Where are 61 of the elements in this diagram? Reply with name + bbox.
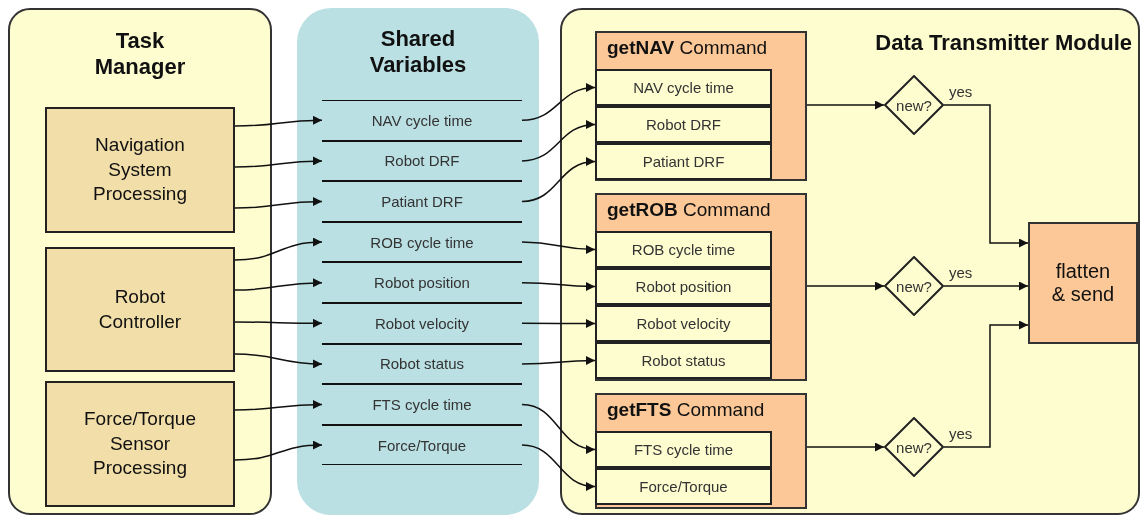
group-panel <box>8 8 272 515</box>
arrow <box>521 356 596 366</box>
field-row: ROB cycle time <box>595 231 772 268</box>
arrow <box>943 104 1029 248</box>
arrow <box>943 281 1029 291</box>
arrow <box>521 241 596 254</box>
field-row: Robot DRF <box>595 106 772 143</box>
arrow <box>521 319 596 328</box>
arrow <box>234 318 323 328</box>
process-box: Robot Controller <box>45 247 235 372</box>
decision-diamond: new? <box>884 256 944 316</box>
arrow <box>234 115 323 127</box>
variable-row: Patiant DRF <box>322 181 522 222</box>
arrow <box>806 100 885 110</box>
arrow <box>234 353 323 369</box>
variable-row: Robot position <box>322 262 522 303</box>
arrow <box>234 237 323 261</box>
arrow <box>806 442 885 452</box>
arrow <box>234 400 323 411</box>
command-title: getNAV Command <box>607 37 768 59</box>
arrow <box>234 156 323 168</box>
command-title: getROB Command <box>607 199 771 221</box>
group-panel <box>297 8 539 515</box>
group-panel <box>560 8 1140 515</box>
command-box <box>595 31 807 181</box>
variable-row: FTS cycle time <box>322 384 522 425</box>
field-row: Robot velocity <box>595 305 772 342</box>
arrow <box>521 157 596 203</box>
arrow <box>521 281 596 291</box>
process-box: Navigation System Processing <box>45 107 235 233</box>
command-box <box>595 193 807 381</box>
arrow <box>234 440 323 461</box>
variable-row: Robot velocity <box>322 303 522 344</box>
variable-row: NAV cycle time <box>322 100 522 141</box>
arrow <box>234 278 323 291</box>
arrow <box>806 281 885 291</box>
variable-row: Robot status <box>322 343 522 385</box>
panel-title: Shared Variables <box>368 26 468 79</box>
command-box <box>595 393 807 509</box>
process-box: flatten & send <box>1028 222 1138 344</box>
decision-diamond: new? <box>884 417 944 477</box>
process-box: Force/Torque Sensor Processing <box>45 381 235 507</box>
arrow <box>521 444 596 491</box>
variable-row: Robot DRF <box>322 140 522 182</box>
arrow <box>521 120 596 162</box>
arrow <box>943 320 1029 448</box>
field-row: Robot status <box>595 342 772 379</box>
field-row: Robot position <box>595 268 772 305</box>
variable-row: Force/Torque <box>322 424 522 466</box>
field-row: NAV cycle time <box>595 69 772 106</box>
panel-title: Data Transmitter Module <box>875 30 1132 57</box>
arrow <box>521 83 596 122</box>
decision-diamond: new? <box>884 75 944 135</box>
variable-row: ROB cycle time <box>322 221 522 263</box>
field-row: Patiant DRF <box>595 143 772 180</box>
panel-title: Task Manager <box>93 28 187 81</box>
field-row: Force/Torque <box>595 468 772 505</box>
command-title: getFTS Command <box>607 399 765 421</box>
arrow <box>521 403 596 454</box>
arrow <box>234 197 323 209</box>
field-row: FTS cycle time <box>595 431 772 468</box>
